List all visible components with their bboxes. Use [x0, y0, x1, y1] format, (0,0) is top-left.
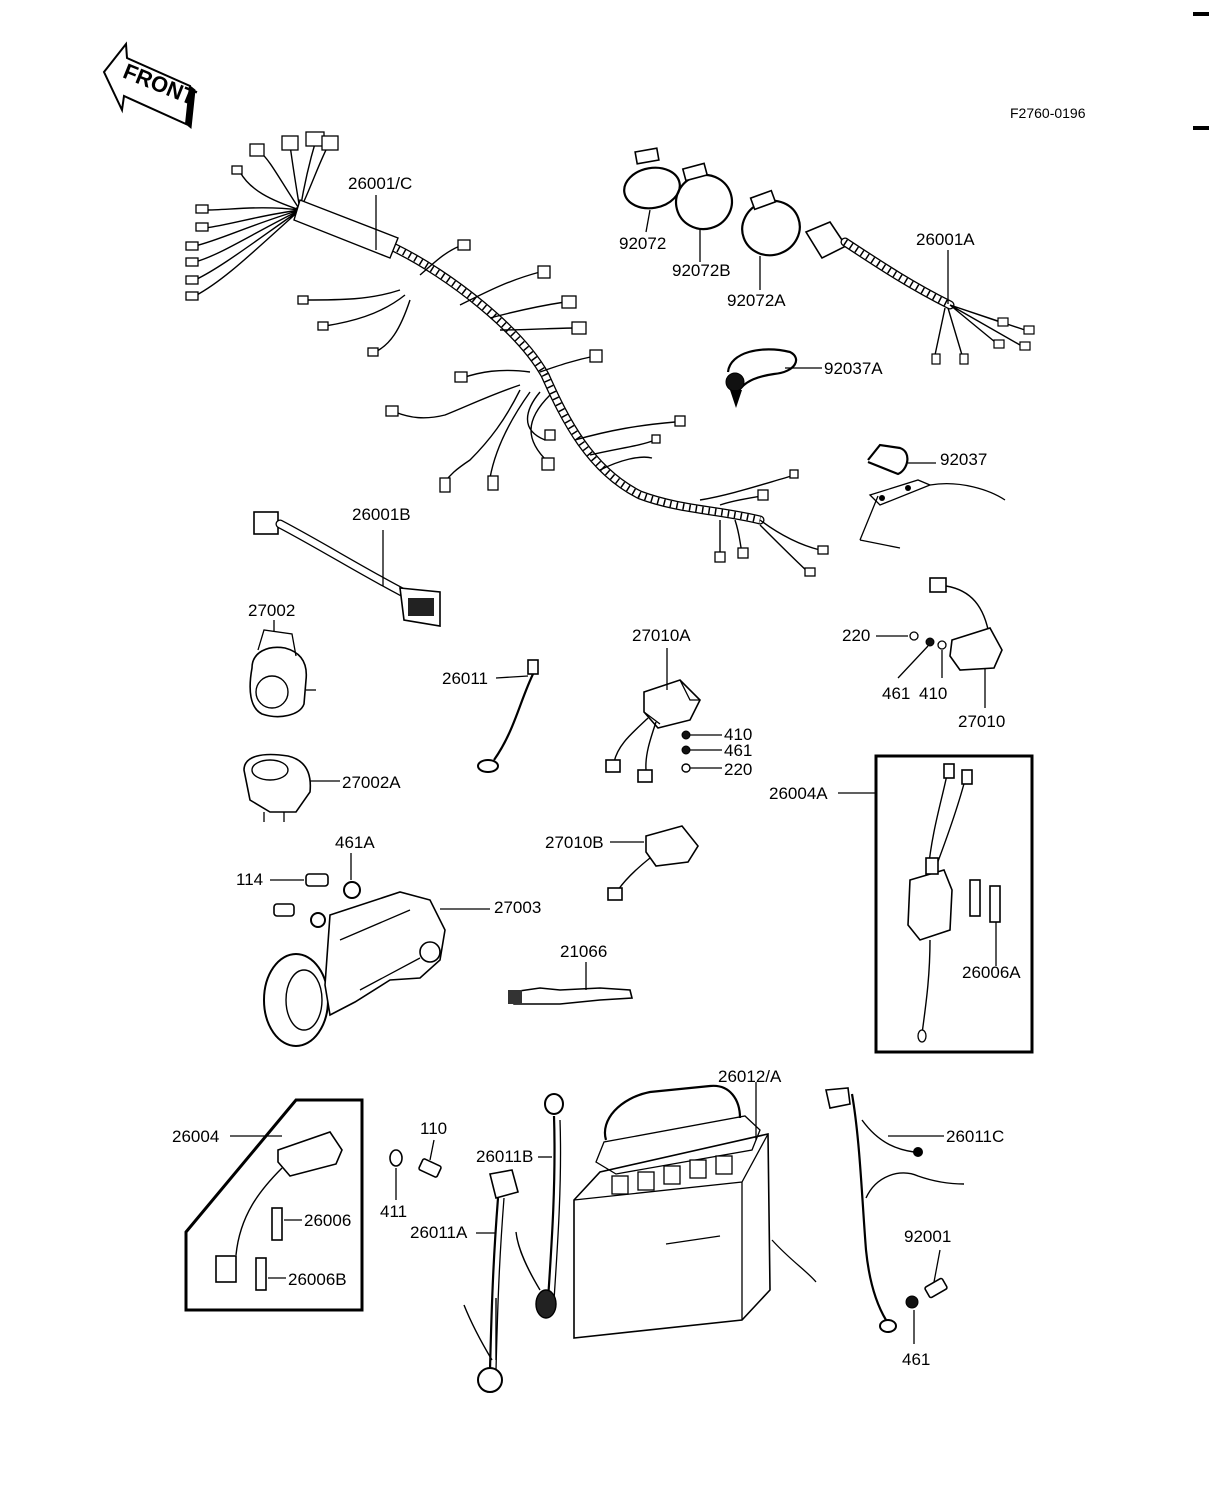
label-92001: 92001: [904, 1227, 951, 1246]
label-220-a: 220: [724, 760, 752, 779]
main-harness-26001c: 26001/C: [185, 131, 829, 577]
label-410-a: 410: [724, 725, 752, 744]
label-411: 411: [380, 1202, 407, 1221]
assembly-26004: 26004 26006 26006B: [172, 1098, 364, 1312]
ground-lead-26011: 26011: [442, 659, 539, 773]
cables-26011a-26011b: 26011B 26011A: [410, 1093, 564, 1393]
sub-harness-26001a: 26001A: [804, 221, 1035, 365]
label-26004a: 26004A: [769, 784, 828, 803]
sub-harness-26001b: 26001B: [253, 505, 441, 627]
label-220-b: 220: [842, 626, 870, 645]
label-26011c: 26011C: [946, 1127, 1004, 1146]
horn-27003: 27003 461A 114: [236, 833, 541, 1047]
label-410-b: 410: [919, 684, 947, 703]
label-26006b: 26006B: [288, 1270, 347, 1289]
label-26006a: 26006A: [962, 963, 1021, 982]
label-92037a: 92037A: [824, 359, 883, 378]
relay-27002a: 27002A: [243, 753, 401, 822]
label-27002a: 27002A: [342, 773, 401, 792]
label-26006: 26006: [304, 1211, 351, 1230]
assembly-26004a: 26004A 26006A: [769, 754, 1034, 1054]
label-26012a: 26012/A: [718, 1067, 782, 1086]
label-461-b: 461: [882, 684, 910, 703]
label-27010a: 27010A: [632, 626, 691, 645]
label-461-c: 461: [902, 1350, 930, 1369]
label-114: 114: [236, 870, 263, 889]
label-27002: 27002: [248, 601, 295, 620]
label-92072b: 92072B: [672, 261, 731, 280]
module-27010a: 27010A 410 461 220: [605, 626, 752, 783]
module-27010b: 27010B: [545, 825, 699, 901]
cable-26011c: 26011C 92001 461: [825, 1087, 1004, 1369]
front-arrow: FRONT: [102, 41, 200, 129]
label-27010b: 27010B: [545, 833, 604, 852]
label-92072a: 92072A: [727, 291, 786, 310]
label-21066: 21066: [560, 942, 607, 961]
relay-27002: 27002: [248, 601, 316, 718]
label-27010: 27010: [958, 712, 1005, 731]
label-92072: 92072: [619, 234, 666, 253]
label-461a: 461A: [335, 833, 375, 852]
clamp-92037a: 92037A: [725, 348, 883, 408]
label-26011a: 26011A: [410, 1223, 468, 1242]
label-26011: 26011: [442, 669, 488, 688]
component-21066: 21066: [508, 942, 634, 1005]
label-461-a: 461: [724, 741, 752, 760]
label-26011b: 26011B: [476, 1147, 533, 1166]
label-27003: 27003: [494, 898, 541, 917]
label-26001b: 26001B: [352, 505, 411, 524]
module-27010: 220 461 410 27010: [842, 577, 1005, 731]
edge-mark-top: [1193, 12, 1209, 16]
label-26004: 26004: [172, 1127, 219, 1146]
hardware-411-110: 411 110: [380, 1119, 447, 1221]
label-26001a: 26001A: [916, 230, 975, 249]
battery-26012a: 26012/A: [573, 1067, 817, 1339]
label-26001c: 26001/C: [348, 174, 412, 193]
band-clamps: 92072 92072B 92072A: [619, 147, 801, 310]
drawing-code: F2760-0196: [1010, 105, 1086, 121]
label-92037: 92037: [940, 450, 987, 469]
edge-mark-bottom: [1193, 126, 1209, 130]
clamp-92037: 92037: [859, 443, 1006, 549]
label-110: 110: [420, 1119, 447, 1138]
